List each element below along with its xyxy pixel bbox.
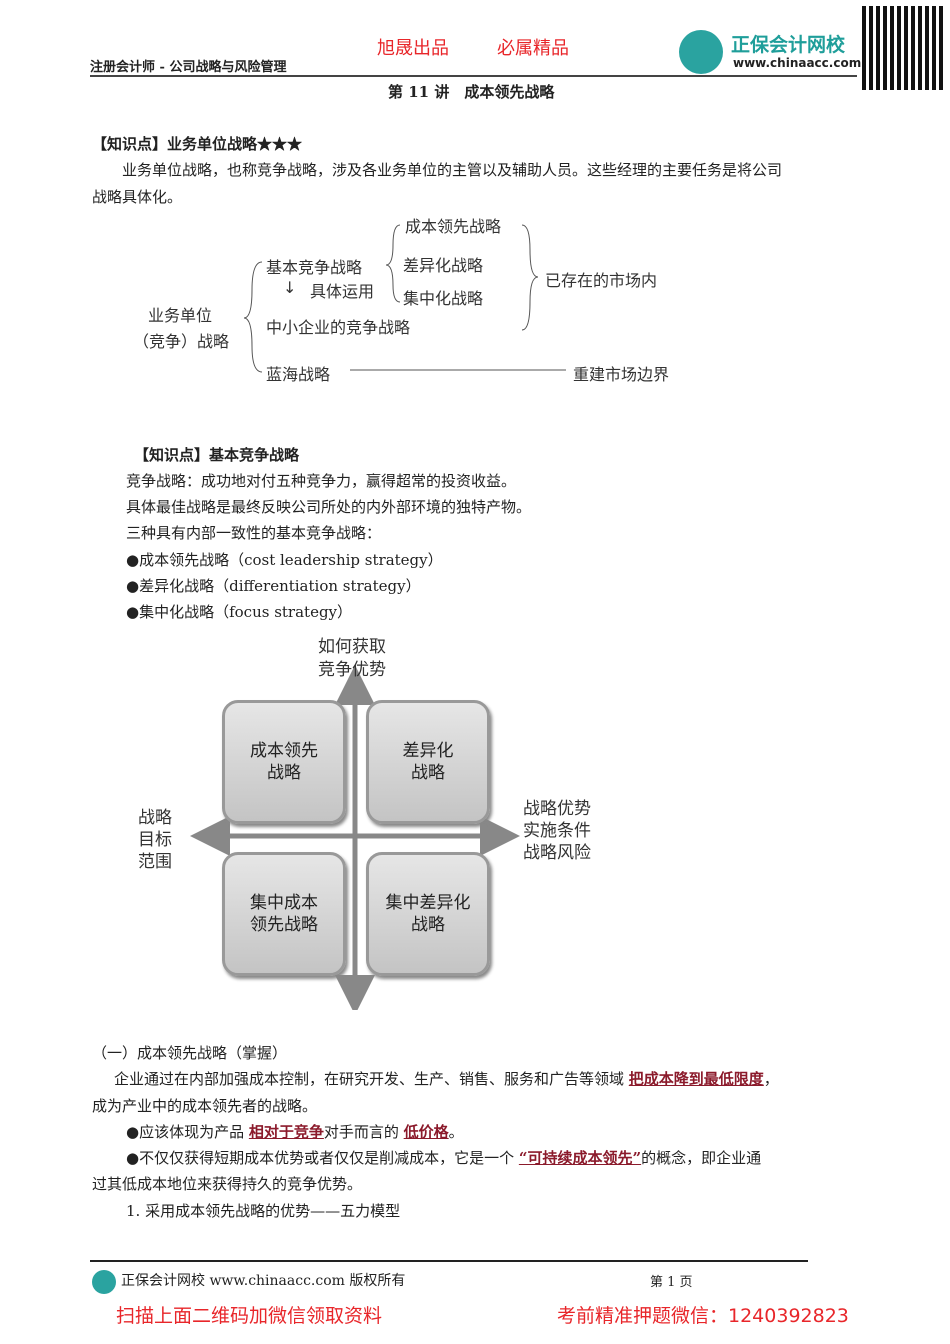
label-line: 战略风险 — [523, 843, 591, 863]
label-line: 战略 — [267, 763, 301, 783]
list-item: ●应该体现为产品 相对于竞争对手而言的 低价格。 — [126, 1121, 464, 1142]
text: ， — [763, 1070, 779, 1088]
tree-node: 差异化战略 — [403, 256, 484, 275]
label-line: 差异化 — [402, 741, 454, 761]
list-item: ●差异化战略（differentiation strategy） — [126, 577, 421, 595]
axis-label-left: 战略目标范围 — [138, 807, 178, 873]
label-line: 战略 — [411, 763, 445, 783]
paragraph: 企业通过在内部加强成本控制，在研究开发、生产、销售、服务和广告等领域 把成本降到… — [114, 1068, 779, 1089]
section-2-title: 【知识点】基本竞争战略 — [134, 446, 300, 464]
label-line: 集中成本 — [250, 893, 318, 913]
list-item: ●成本领先战略（cost leadership strategy） — [126, 551, 443, 569]
emphasis: 相对于竞争 — [248, 1123, 324, 1141]
text: 。 — [448, 1123, 464, 1141]
page-number: 第 1 页 — [650, 1275, 693, 1290]
lecture-title: 第 11 讲 成本领先战略 — [388, 83, 555, 101]
promo-text: 扫描上面二维码加微信领取资料 — [116, 1305, 383, 1327]
label-line: 领先战略 — [250, 915, 318, 935]
tree-node: 集中化战略 — [403, 289, 484, 308]
matrix-axes — [190, 665, 520, 1010]
paragraph: 三种具有内部一致性的基本竞争战略： — [126, 524, 382, 542]
emphasis: 把成本降到最低限度 — [628, 1070, 764, 1088]
label-line: 目标 — [138, 830, 172, 850]
text: 企业通过在内部加强成本控制，在研究开发、生产、销售、服务和广告等领域 — [114, 1070, 629, 1088]
label-line: 战略 — [138, 808, 172, 828]
label-line: 战略 — [411, 915, 445, 935]
paragraph: 竞争战略：成功地对付五种竞争力，赢得超常的投资收益。 — [126, 472, 517, 490]
tree-node: 已存在的市场内 — [545, 271, 658, 290]
axis-label-right: 战略优势实施条件战略风险 — [523, 798, 591, 864]
footer-copyright: 正保会计网校 www.chinaacc.com 版权所有 — [121, 1273, 406, 1289]
list-item: ●集中化战略（focus strategy） — [126, 603, 353, 621]
promo-text: 考前精准押题微信：1240392823 — [557, 1305, 849, 1327]
header-slogan-2: 必属精品 — [497, 38, 569, 59]
label-line: 范围 — [138, 852, 172, 872]
paragraph: 业务单位战略，也称竞争战略，涉及各业务单位的主管以及辅助人员。这些经理的主要任务… — [122, 161, 783, 179]
emphasis: “可持续成本领先” — [518, 1149, 642, 1167]
tree-root: （竞争）战略 — [133, 332, 230, 351]
subheading: 1. 采用成本领先战略的优势——五力模型 — [126, 1202, 401, 1220]
footer-logo-icon — [92, 1270, 116, 1294]
logo-url: www.chinaacc.com — [733, 56, 862, 70]
tree-root: 业务单位 — [148, 306, 213, 325]
header-divider — [90, 75, 857, 77]
tree-node: 重建市场边界 — [573, 365, 670, 384]
footer-divider — [90, 1260, 808, 1262]
text: ●不仅仅获得短期成本优势或者仅仅是削减成本，它是一个 — [126, 1149, 519, 1167]
list-item: ●不仅仅获得短期成本优势或者仅仅是削减成本，它是一个 “可持续成本领先”的概念，… — [126, 1147, 761, 1168]
text: 的概念，即企业通 — [641, 1149, 762, 1167]
label-line: 实施条件 — [523, 821, 591, 841]
text: ●应该体现为产品 — [126, 1123, 249, 1141]
label-line: 成本领先 — [250, 741, 318, 761]
paragraph: 成为产业中的成本领先者的战略。 — [92, 1097, 318, 1115]
paragraph: 战略具体化。 — [92, 188, 183, 206]
tree-node: 蓝海战略 — [266, 365, 331, 384]
header-slogan-1: 旭晟出品 — [377, 38, 449, 59]
axis-label-top: 竞争优势 — [318, 660, 386, 680]
qr-code-icon[interactable] — [862, 6, 946, 90]
label-line: 集中差异化 — [385, 893, 471, 913]
axis-label-top: 如何获取 — [318, 637, 386, 657]
paragraph: 具体最佳战略是最终反映公司所处的内外部环境的独特产物。 — [126, 498, 532, 516]
down-arrow-icon: ↓ — [283, 278, 297, 297]
tree-node: 基本竞争战略 — [266, 258, 363, 277]
header-subject: 注册会计师 - 公司战略与风险管理 — [90, 60, 287, 75]
section-1-title: 【知识点】业务单位战略★★★ — [92, 135, 303, 153]
tree-node: 中小企业的竞争战略 — [266, 318, 411, 337]
emphasis: 低价格 — [403, 1123, 449, 1141]
label-line: 战略优势 — [523, 799, 591, 819]
tree-node: 具体运用 — [310, 282, 375, 301]
section-3-title: （一）成本领先战略（掌握） — [92, 1044, 288, 1062]
quadrant-focus-cost: 集中成本领先战略 — [222, 852, 346, 976]
paragraph: 过其低成本地位来获得持久的竞争优势。 — [92, 1175, 363, 1193]
text: 对手而言的 — [323, 1123, 404, 1141]
quadrant-differentiation: 差异化战略 — [366, 700, 490, 824]
logo-icon — [679, 30, 723, 74]
tree-node: 成本领先战略 — [405, 217, 502, 236]
logo-name: 正保会计网校 — [731, 34, 846, 56]
tree-brackets — [243, 224, 566, 373]
quadrant-focus-differentiation: 集中差异化战略 — [366, 852, 490, 976]
quadrant-cost-leadership: 成本领先战略 — [222, 700, 346, 824]
